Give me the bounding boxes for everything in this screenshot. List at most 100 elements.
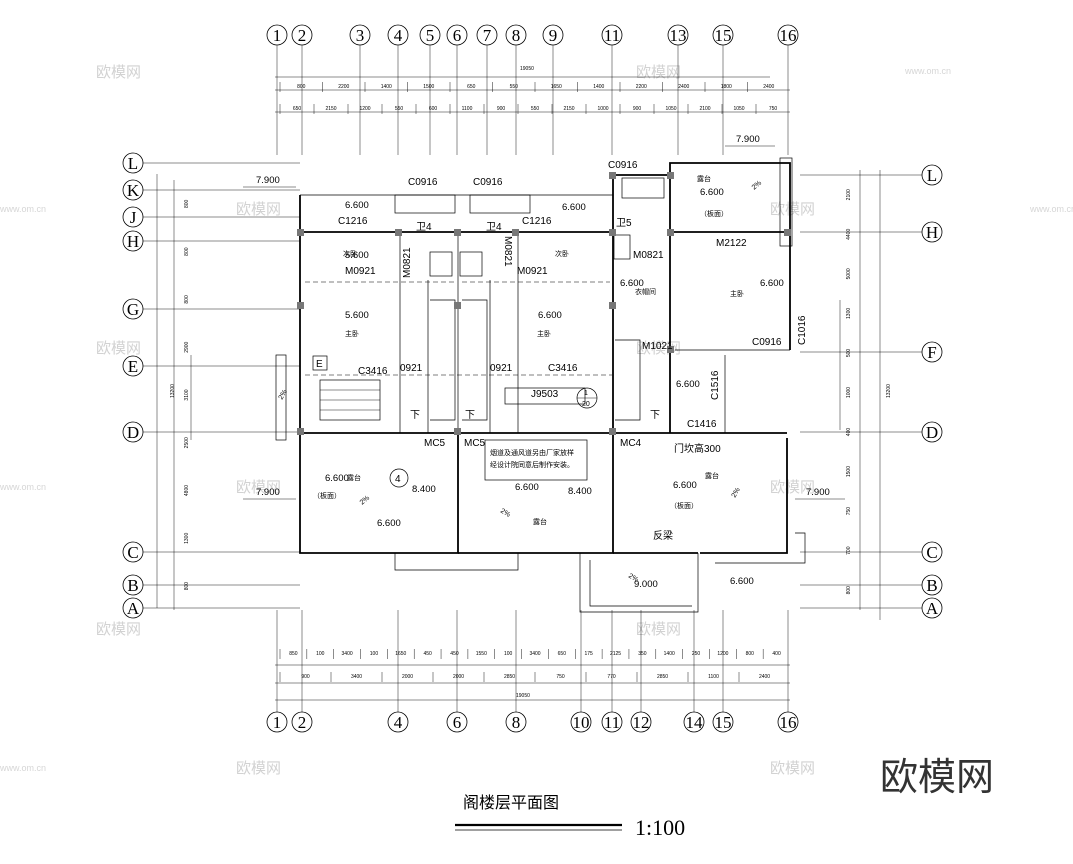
axis-bubble-top-label: 15 bbox=[715, 26, 732, 45]
slope-label: 2% bbox=[751, 180, 763, 192]
window-label: C0916 bbox=[608, 160, 638, 171]
axis-bubble-right-label: F bbox=[927, 343, 936, 362]
elevation: 9.000 bbox=[634, 579, 658, 590]
dimension-value: 700 bbox=[846, 546, 852, 555]
axis-bubble-left: A bbox=[122, 597, 300, 619]
elevation: 6.600 bbox=[325, 473, 349, 484]
dimension-value: 2100 bbox=[699, 106, 710, 112]
dimension-value: 3400 bbox=[351, 674, 362, 680]
room-label: 卫4 bbox=[486, 222, 502, 233]
slope-label: 2% bbox=[278, 389, 289, 401]
axis-bubble-right: L bbox=[800, 164, 943, 186]
structural-columns bbox=[297, 172, 791, 435]
axis-bubble-right: H bbox=[800, 221, 943, 243]
elevation: 8.400 bbox=[412, 484, 436, 495]
shaft-note: 烟道及通风道另由厂家放样 bbox=[490, 448, 574, 457]
dimension-value: 100 bbox=[316, 651, 325, 657]
dimension-value: 500 bbox=[846, 349, 852, 358]
watermark: 欧模网 bbox=[236, 759, 281, 777]
room-label: 露台 bbox=[705, 471, 719, 480]
elevation: 7.900 bbox=[806, 487, 830, 498]
watermark: 欧模网 bbox=[96, 339, 141, 357]
dim-total-right: 13200 bbox=[886, 384, 892, 398]
axis-bubble-bottom: 1 bbox=[266, 610, 288, 733]
watermark: 欧模网 bbox=[96, 63, 141, 81]
axis-bubble-top-label: 9 bbox=[549, 26, 558, 45]
axis-bubble-right-label: B bbox=[926, 576, 937, 595]
axis-bubble-bottom: 14 bbox=[683, 610, 705, 733]
stair-down: 下 bbox=[650, 410, 660, 421]
dimension-value: 2000 bbox=[453, 674, 464, 680]
axis-bubble-bottom-label: 4 bbox=[394, 713, 403, 732]
dimension-value: 2500 bbox=[184, 437, 190, 448]
axis-bubble-bottom-label: 6 bbox=[453, 713, 462, 732]
axis-bubble-top-label: 5 bbox=[426, 26, 435, 45]
dimension-value: 100 bbox=[370, 651, 379, 657]
dimension-value: 1400 bbox=[381, 84, 392, 90]
dimension-value: 1200 bbox=[717, 651, 728, 657]
axis-bubble-bottom: 8 bbox=[505, 610, 527, 733]
dim-total-left: 13200 bbox=[170, 384, 176, 398]
dimension-value: 770 bbox=[607, 674, 616, 680]
axis-bubble-left: K bbox=[122, 179, 300, 201]
axis-bubble-right-label: L bbox=[927, 166, 937, 185]
slope-label: 2% bbox=[731, 487, 742, 499]
dimension-value: 2150 bbox=[325, 106, 336, 112]
dimension-value: 2400 bbox=[759, 674, 770, 680]
elevation: 6.600 bbox=[345, 200, 369, 211]
watermark-layer: 欧模网 欧模网 www.om.cn 欧模网 欧模网 www.om.cn www.… bbox=[0, 63, 1073, 777]
dimension-lines: 19050 19050 13200 13200 bbox=[156, 66, 892, 701]
door-label: M0921 bbox=[517, 266, 548, 277]
watermark-url: www.om.cn bbox=[0, 763, 46, 773]
dimension-value: 1300 bbox=[184, 533, 190, 544]
dimension-value: 2125 bbox=[610, 651, 621, 657]
axis-bubble-left-label: E bbox=[128, 357, 138, 376]
dimension-value: 3400 bbox=[529, 651, 540, 657]
dimension-value: 750 bbox=[556, 674, 565, 680]
dimension-value: 800 bbox=[184, 582, 190, 591]
dimension-value: 1400 bbox=[664, 651, 675, 657]
dimension-value: 550 bbox=[395, 106, 404, 112]
stair-down: 下 bbox=[465, 410, 475, 421]
room-label: 次卧 bbox=[343, 249, 357, 258]
dimension-value: 800 bbox=[184, 295, 190, 304]
sill-note: 门坎高300 bbox=[674, 442, 721, 455]
axis-bubble-left: D bbox=[122, 421, 300, 443]
axis-bubble-top: 15 bbox=[712, 24, 734, 155]
dimension-value: 750 bbox=[846, 507, 852, 516]
dimension-value: 1500 bbox=[846, 466, 852, 477]
dimension-value: 1200 bbox=[359, 106, 370, 112]
dimension-value: 550 bbox=[510, 84, 519, 90]
dimension-value: 650 bbox=[467, 84, 476, 90]
axis-bubble-top: 7 bbox=[476, 24, 498, 155]
axis-bubble-right-label: H bbox=[926, 223, 938, 242]
axis-bubble-top-label: 7 bbox=[483, 26, 492, 45]
slope-label: 2% bbox=[627, 573, 639, 584]
door-label: M0821 bbox=[633, 250, 664, 261]
shaft-label: J9503 bbox=[531, 389, 559, 400]
axis-bubble-bottom: 10 bbox=[570, 610, 592, 733]
room-label: 卫5 bbox=[616, 218, 632, 229]
dimension-value: 900 bbox=[301, 674, 310, 680]
elevation: 6.600 bbox=[673, 480, 697, 491]
axis-bubble-bottom-label: 1 bbox=[273, 713, 282, 732]
door-label: M0821 bbox=[402, 247, 413, 278]
opening-labels: C0916 C0916 C0916 C0916 C1216 C1216 M092… bbox=[338, 160, 808, 449]
watermark: 欧模网 bbox=[236, 200, 281, 218]
elevation-marks: 7.900 7.900 7.900 7.900 6.600 6.600 6.60… bbox=[243, 134, 845, 590]
watermark: 欧模网 bbox=[636, 620, 681, 638]
dimension-value: 350 bbox=[638, 651, 647, 657]
window-label: C0916 bbox=[752, 337, 782, 348]
watermark: 欧模网 bbox=[236, 478, 281, 496]
dimension-value: 1400 bbox=[593, 84, 604, 90]
door-label: M1021 bbox=[642, 341, 673, 352]
section-sheet: 20 bbox=[582, 401, 590, 408]
axis-bubble-top-label: 4 bbox=[394, 26, 403, 45]
watermark-url: www.om.cn bbox=[1029, 204, 1073, 214]
dimension-value: 900 bbox=[497, 106, 506, 112]
watermark-url: www.om.cn bbox=[0, 204, 46, 214]
watermark: 欧模网 bbox=[770, 478, 815, 496]
